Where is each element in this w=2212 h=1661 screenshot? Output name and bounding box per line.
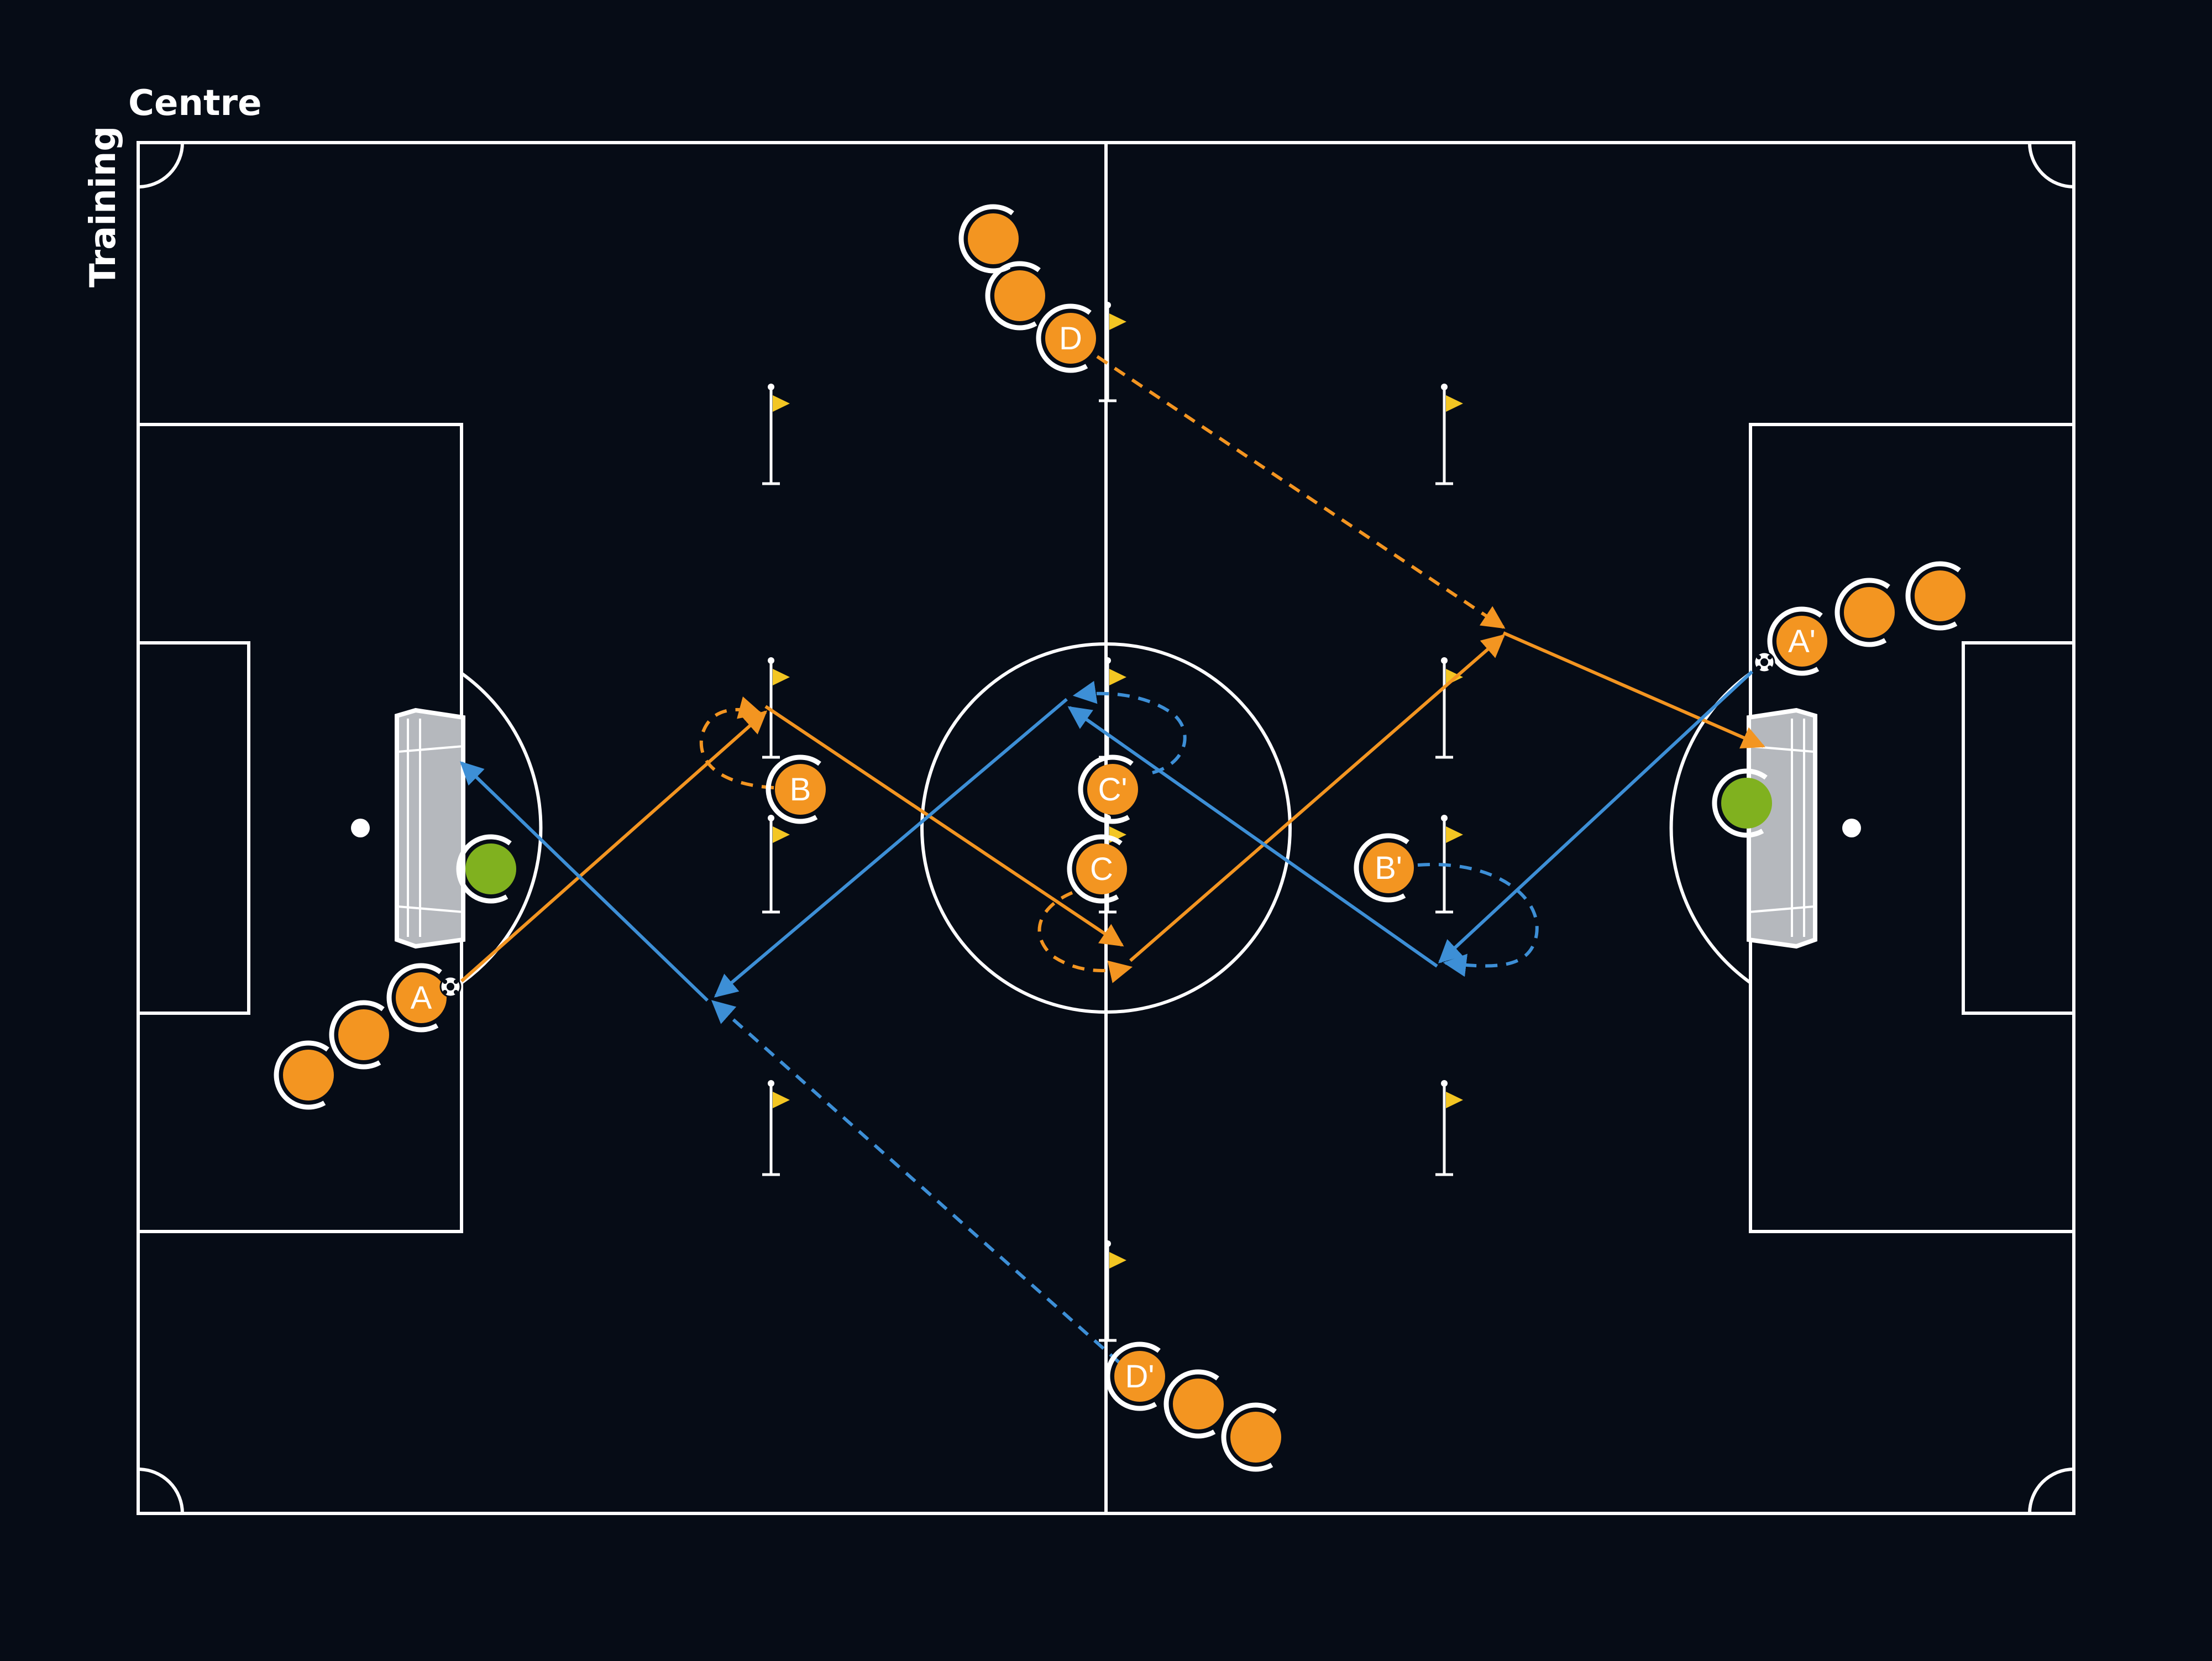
loop-b <box>699 696 774 789</box>
goal-icon <box>395 708 465 949</box>
brand-centre: Centre <box>128 83 262 124</box>
corner-arc-bottom-left <box>138 1468 184 1514</box>
ball-icon <box>439 976 462 998</box>
player-c-prime: C' <box>1078 754 1147 824</box>
loop-b-prime <box>1417 863 1539 977</box>
left-penalty-spot <box>351 819 370 837</box>
loop-c <box>1037 891 1133 983</box>
left-goal-area <box>137 641 250 1015</box>
pass-to-right-goal <box>1502 631 1765 749</box>
player <box>456 834 526 904</box>
player-d-prime: D' <box>1105 1342 1175 1411</box>
player-b-prime: B' <box>1354 833 1423 903</box>
pass-to-left-goal <box>459 761 709 1002</box>
player-label: D' <box>1125 1359 1155 1395</box>
ball-icon <box>1753 651 1775 673</box>
brand-training: Training <box>83 125 124 287</box>
flag-icon <box>1435 384 1463 485</box>
player <box>985 261 1055 331</box>
player-label: D <box>1059 321 1082 357</box>
player <box>274 1040 343 1110</box>
player-label: B <box>790 772 811 808</box>
player <box>1163 1369 1233 1439</box>
pass-a-prime-to-b-prime <box>1438 670 1754 963</box>
flag-icon <box>1099 302 1126 402</box>
player-b: B <box>766 754 835 824</box>
flag-icon <box>1099 657 1126 759</box>
flag-icon <box>1435 1080 1463 1176</box>
player-label: A' <box>1788 623 1816 659</box>
player <box>1221 1402 1291 1472</box>
right-penalty-spot <box>1842 819 1861 837</box>
solid-passes <box>459 631 1765 1002</box>
run-d-prime <box>711 1000 1120 1364</box>
player-a-prime: A' <box>1767 606 1837 676</box>
corner-arc-top-left <box>138 142 184 188</box>
pass-a-to-b <box>460 710 768 983</box>
player <box>329 1000 399 1070</box>
player-label: B' <box>1375 850 1402 886</box>
players: A B C' C B' A' D D' <box>274 204 1975 1472</box>
flag-icon <box>762 1080 790 1176</box>
player <box>958 204 1028 274</box>
flag-icon <box>762 384 790 485</box>
corner-arc-top-right <box>2028 142 2074 188</box>
right-goal-area <box>1962 641 2075 1015</box>
player-c: C <box>1067 834 1136 904</box>
flag-icon <box>1099 1240 1126 1342</box>
dashed-runs <box>699 355 1539 1364</box>
corner-arc-bottom-right <box>2028 1468 2074 1514</box>
centre-circle <box>920 642 1292 1014</box>
pass-b-prime-to-c-prime <box>1067 706 1438 968</box>
player-a: A <box>386 963 456 1033</box>
flag-icon <box>762 815 790 914</box>
player <box>1905 561 1975 631</box>
player-label: C <box>1090 851 1113 887</box>
player-label: C' <box>1098 772 1128 808</box>
right-penalty-arc <box>1669 672 1752 984</box>
pass-c-to-b-prime-run <box>1129 634 1506 962</box>
player <box>1712 768 1781 838</box>
pass-c-prime-to-left <box>714 698 1068 998</box>
pass-b-to-c <box>764 705 1124 947</box>
loop-c-prime <box>1072 680 1187 774</box>
player <box>1834 578 1904 647</box>
player-label: A <box>411 980 432 1016</box>
run-d <box>1096 355 1506 629</box>
player-d: D <box>1036 303 1105 373</box>
